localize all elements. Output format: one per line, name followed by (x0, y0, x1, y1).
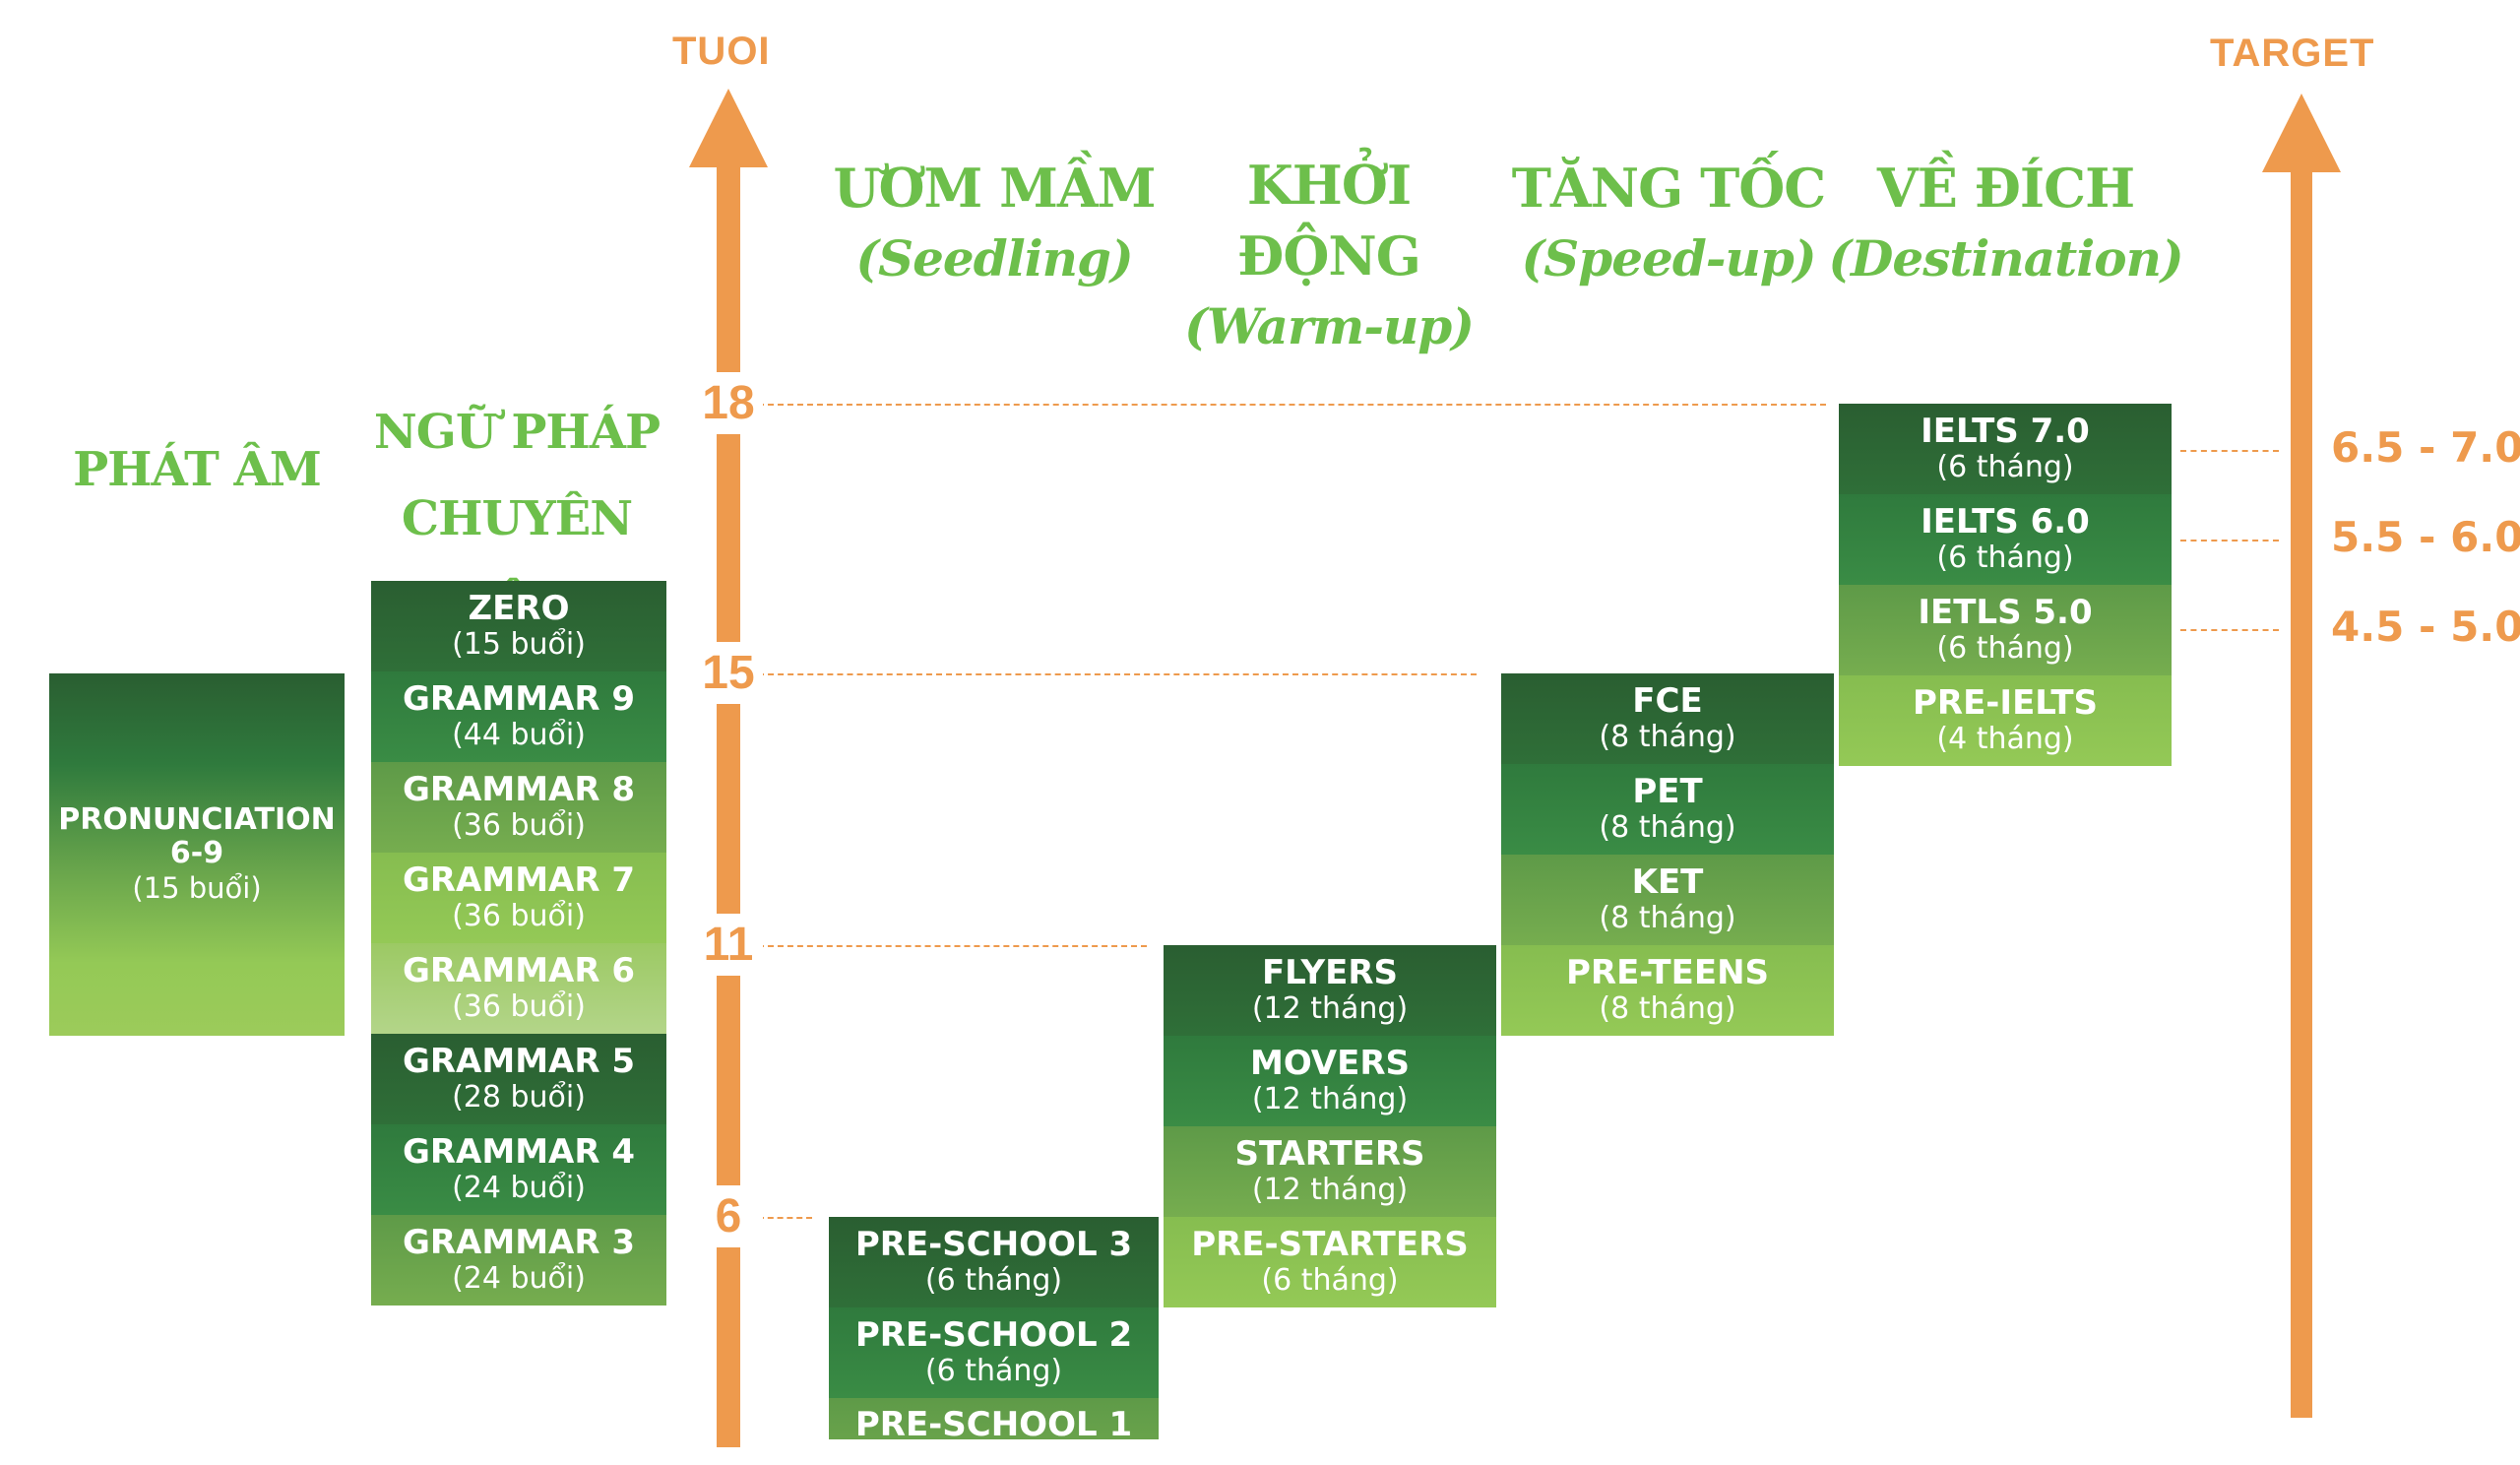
warmup-stack: FLYERS(12 tháng) MOVERS(12 tháng) STARTE… (1164, 945, 1496, 1307)
target-line-7 (2180, 450, 2279, 452)
target-line-5 (2180, 629, 2279, 631)
course-pre-school-1: PRE-SCHOOL 1 (829, 1398, 1159, 1439)
age-tick-11: 11 (694, 914, 763, 976)
stage-title-destination: VỀ ĐÍCH (Destination) (1828, 157, 2183, 287)
age-axis-label: TUOI (672, 30, 771, 73)
age-line-6 (758, 1217, 812, 1219)
course-grammar-7: GRAMMAR 7(36 buổi) (371, 853, 666, 943)
grammar-stack: ZERO(15 buổi) GRAMMAR 9(44 buổi) GRAMMAR… (371, 581, 666, 1306)
target-value-5: 4.5 - 5.0 (2331, 603, 2520, 651)
course-pre-teens: PRE-TEENS(8 tháng) (1501, 945, 1834, 1036)
pronunciation-sessions: (15 buổi) (132, 871, 262, 905)
stage-title-warmup: KHỞI ĐỘNG (Warm-up) (1184, 154, 1475, 355)
course-pre-school-3: PRE-SCHOOL 3(6 tháng) (829, 1217, 1159, 1307)
course-ielts-5: IETLS 5.0(6 tháng) (1839, 585, 2172, 675)
course-grammar-3: GRAMMAR 3(24 buổi) (371, 1215, 666, 1306)
age-line-11 (758, 945, 1147, 947)
course-grammar-9: GRAMMAR 9(44 buổi) (371, 671, 666, 762)
course-grammar-4: GRAMMAR 4(24 buổi) (371, 1124, 666, 1215)
course-grammar-5: GRAMMAR 5(28 buổi) (371, 1034, 666, 1124)
stage-title-seedling: ƯƠM MẦM (Seedling) (833, 157, 1156, 287)
course-ielts-6: IELTS 6.0(6 tháng) (1839, 494, 2172, 585)
course-ket: KET(8 tháng) (1501, 855, 1834, 945)
course-flyers: FLYERS(12 tháng) (1164, 945, 1496, 1036)
course-pre-ielts: PRE-IELTS(4 tháng) (1839, 675, 2172, 766)
course-pre-starters: PRE-STARTERS(6 tháng) (1164, 1217, 1496, 1307)
course-fce: FCE(8 tháng) (1501, 673, 1834, 764)
target-value-6: 5.5 - 6.0 (2331, 513, 2520, 561)
target-value-7: 6.5 - 7.0 (2331, 423, 2520, 472)
age-line-15 (758, 673, 1477, 675)
stage-title-speedup: TĂNG TỐC (Speed-up) (1511, 157, 1827, 287)
destination-stack: IELTS 7.0(6 tháng) IELTS 6.0(6 tháng) IE… (1839, 404, 2172, 766)
course-ielts-7: IELTS 7.0(6 tháng) (1839, 404, 2172, 494)
age-tick-15: 15 (694, 642, 763, 704)
course-zero: ZERO(15 buổi) (371, 581, 666, 671)
target-axis-arrow-icon (2262, 94, 2341, 1418)
column-title-phat-am: PHÁT ÂM (73, 442, 322, 497)
age-tick-18: 18 (694, 372, 763, 434)
course-starters: STARTERS(12 tháng) (1164, 1126, 1496, 1217)
target-line-6 (2180, 540, 2279, 541)
course-pet: PET(8 tháng) (1501, 764, 1834, 855)
pronunciation-range: 6-9 (169, 836, 224, 870)
course-movers: MOVERS(12 tháng) (1164, 1036, 1496, 1126)
course-grammar-6: GRAMMAR 6(36 buổi) (371, 943, 666, 1034)
course-grammar-8: GRAMMAR 8(36 buổi) (371, 762, 666, 853)
pronunciation-block: PRONUNCIATION 6-9 (15 buổi) (49, 673, 345, 1036)
seedling-stack: PRE-SCHOOL 3(6 tháng) PRE-SCHOOL 2(6 thá… (829, 1217, 1159, 1439)
pronunciation-name: PRONUNCIATION (58, 802, 336, 837)
target-axis-label: TARGET (2210, 32, 2375, 75)
speedup-stack: FCE(8 tháng) PET(8 tháng) KET(8 tháng) P… (1501, 673, 1834, 1036)
course-pre-school-2: PRE-SCHOOL 2(6 tháng) (829, 1307, 1159, 1398)
age-tick-6: 6 (694, 1185, 763, 1247)
age-line-18 (758, 404, 1826, 406)
